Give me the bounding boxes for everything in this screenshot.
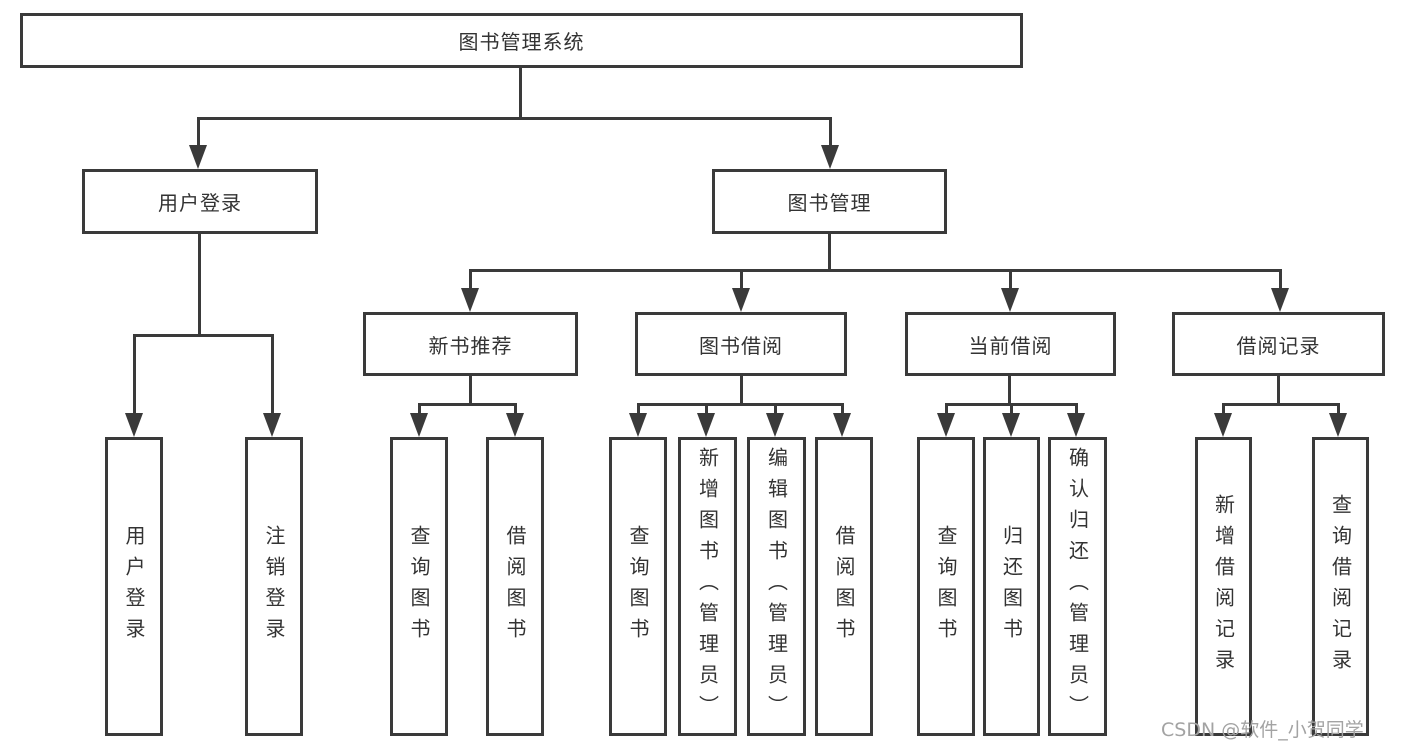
leaf-borrow-books: 借阅图书 (815, 437, 873, 736)
node-label: 当前借阅 (968, 333, 1053, 358)
connector-line (1009, 269, 1012, 291)
leaf-logout: 注销登录 (245, 437, 303, 736)
connector-line (469, 376, 472, 406)
arrow-down-icon (461, 288, 479, 312)
connector-line (469, 269, 1282, 272)
node-label: 查询借阅记录 (1328, 493, 1353, 680)
connector-line (841, 403, 844, 415)
arrow-down-icon (697, 413, 715, 437)
leaf-query-borrow-record: 查询借阅记录 (1312, 437, 1369, 736)
connector-line (514, 403, 517, 415)
arrow-down-icon (506, 413, 524, 437)
connector-line (1222, 403, 1340, 406)
node-label: 新增图书（管理员） (695, 447, 720, 726)
arrow-down-icon (1067, 413, 1085, 437)
leaf-edit-books-admin: 编辑图书（管理员） (747, 437, 806, 736)
node-book-management: 图书管理 (712, 169, 947, 234)
node-label: 归还图书 (999, 524, 1024, 649)
node-book-borrow: 图书借阅 (635, 312, 847, 376)
node-label: 查询图书 (626, 524, 650, 649)
node-label: 用户登录 (158, 191, 242, 215)
connector-line (637, 403, 843, 406)
node-user-login: 用户登录 (82, 169, 318, 234)
arrow-down-icon (629, 413, 647, 437)
connector-line (1010, 403, 1013, 415)
connector-line (740, 269, 743, 291)
connector-line (519, 68, 522, 120)
node-label: 借阅图书 (503, 524, 527, 649)
connector-line (469, 269, 472, 291)
arrow-down-icon (189, 145, 207, 169)
arrow-down-icon (833, 413, 851, 437)
leaf-return-books: 归还图书 (983, 437, 1040, 736)
connector-line (740, 376, 743, 406)
node-current-borrow: 当前借阅 (905, 312, 1116, 376)
arrow-down-icon (1214, 413, 1232, 437)
connector-line (774, 403, 777, 415)
connector-line (197, 117, 832, 120)
leaf-user-login: 用户登录 (105, 437, 163, 736)
arrow-down-icon (410, 413, 428, 437)
connector-line (133, 334, 136, 416)
connector-line (705, 403, 708, 415)
leaf-add-borrow-record: 新增借阅记录 (1195, 437, 1252, 736)
arrow-down-icon (937, 413, 955, 437)
node-root-library-system: 图书管理系统 (20, 13, 1023, 68)
connector-line (637, 403, 640, 415)
arrow-down-icon (125, 413, 143, 437)
node-label: 编辑图书（管理员） (764, 447, 789, 726)
arrow-down-icon (263, 413, 281, 437)
arrow-down-icon (1329, 413, 1347, 437)
connector-line (1222, 403, 1225, 415)
node-label: 用户登录 (122, 524, 146, 649)
leaf-query-books-borrow: 查询图书 (609, 437, 667, 736)
connector-line (945, 403, 948, 415)
connector-line (418, 403, 421, 415)
connector-line (1279, 269, 1282, 291)
connector-line (828, 234, 831, 272)
node-label: 查询图书 (934, 524, 958, 649)
leaf-confirm-return-admin: 确认归还（管理员） (1048, 437, 1107, 736)
connector-line (197, 117, 200, 147)
node-label: 确认归还（管理员） (1065, 447, 1090, 726)
arrow-down-icon (1271, 288, 1289, 312)
csdn-watermark: CSDN @软件_小贺同学 (1161, 719, 1364, 741)
leaf-query-books-current: 查询图书 (917, 437, 975, 736)
arrow-down-icon (821, 145, 839, 169)
node-label: 注销登录 (262, 524, 286, 649)
node-label: 图书管理系统 (458, 30, 585, 54)
node-label: 查询图书 (407, 524, 431, 649)
connector-line (1008, 376, 1011, 406)
node-label: 借阅图书 (832, 524, 856, 649)
leaf-query-books-recommend: 查询图书 (390, 437, 448, 736)
leaf-borrow-books-recommend: 借阅图书 (486, 437, 544, 736)
arrow-down-icon (766, 413, 784, 437)
arrow-down-icon (1002, 413, 1020, 437)
node-label: 图书借阅 (699, 333, 783, 358)
connector-line (1337, 403, 1340, 415)
node-label: 新增借阅记录 (1211, 493, 1236, 680)
connector-line (1075, 403, 1078, 415)
connector-line (829, 117, 832, 147)
connector-line (271, 334, 274, 416)
connector-line (1277, 376, 1280, 406)
node-new-book-recommend: 新书推荐 (363, 312, 578, 376)
node-borrow-records: 借阅记录 (1172, 312, 1385, 376)
connector-line (418, 403, 517, 406)
node-label: 新书推荐 (428, 333, 513, 358)
arrow-down-icon (1001, 288, 1019, 312)
connector-line (133, 334, 274, 337)
node-label: 借阅记录 (1236, 333, 1321, 358)
node-label: 图书管理 (787, 191, 872, 215)
arrow-down-icon (732, 288, 750, 312)
leaf-add-books-admin: 新增图书（管理员） (678, 437, 737, 736)
connector-line (198, 234, 201, 337)
